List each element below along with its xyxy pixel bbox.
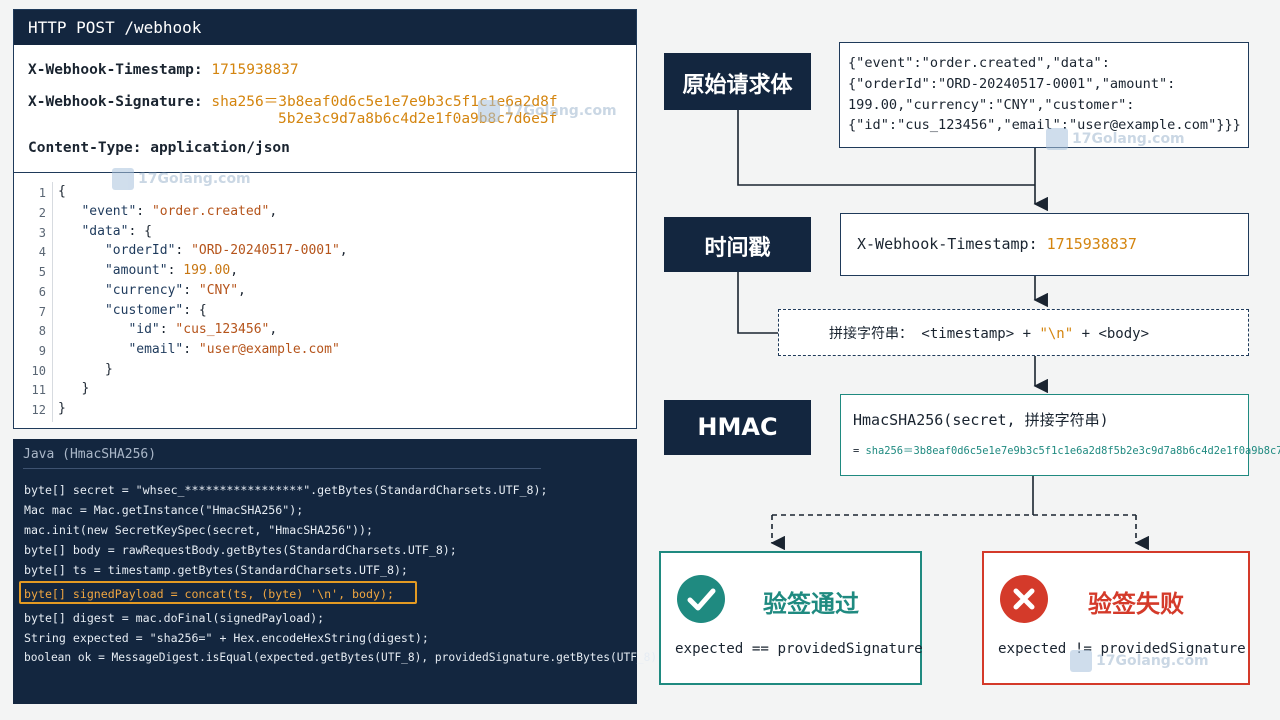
watermark-logo-icon: [112, 168, 134, 190]
timestamp-value: 1715938837: [1046, 235, 1137, 253]
body-to-concat-line: [737, 110, 1035, 186]
pass-expression: expected == providedSignature: [675, 641, 923, 657]
watermark: 17Golang.com: [1070, 650, 1209, 672]
cross-icon: [1000, 575, 1048, 623]
divider: [14, 172, 636, 173]
watermark-logo-icon: [1046, 128, 1068, 150]
code-line: byte[] digest = mac.doFinal(signedPayloa…: [24, 611, 325, 625]
hmac-result: = sha256＝3b8eaf0d6c5e1e7e9b3c5f1c1e6a2d8…: [853, 445, 1280, 457]
code-line: byte[] ts = timestamp.getBytes(StandardC…: [24, 563, 408, 577]
code-line: mac.init(new SecretKeySpec(secret, "Hmac…: [24, 523, 374, 537]
java-title: Java (HmacSHA256): [23, 447, 157, 462]
fail-title: 验签失败: [1088, 590, 1184, 618]
line-gutter: [52, 182, 53, 422]
code-line: Mac mac = Mac.getInstance("HmacSHA256");: [24, 503, 304, 517]
timestamp-box: X-Webhook-Timestamp: 1715938837: [840, 213, 1249, 276]
watermark-logo-icon: [1070, 650, 1092, 672]
raw-body-box: {"event":"order.created","data": {"order…: [839, 42, 1249, 148]
code-line: boolean ok = MessageDigest.isEqual(expec…: [24, 651, 671, 664]
label-raw-body: 原始请求体: [664, 53, 811, 110]
label-timestamp: 时间戳: [664, 217, 811, 272]
http-request-panel: HTTP POST /webhook X-Webhook-Timestamp: …: [13, 9, 637, 429]
verify-fail-box: 验签失败 expected != providedSignature: [982, 551, 1250, 685]
code-line: String expected = "sha256=" + Hex.encode…: [24, 631, 429, 645]
label-hmac: HMAC: [664, 400, 811, 455]
signature-header: X-Webhook-Signature: sha256＝3b8eaf0d6c5e…: [28, 94, 558, 110]
fail-expression: expected != providedSignature: [998, 641, 1246, 657]
check-icon: [677, 575, 725, 623]
code-line: byte[] secret = "whsec_*****************…: [24, 483, 548, 497]
code-line-highlighted: byte[] signedPayload = concat(ts, (byte)…: [24, 587, 394, 601]
java-code-panel: Java (HmacSHA256) byte[] secret = "whsec…: [13, 439, 671, 704]
hmac-box: HmacSHA256(secret, 拼接字符串) = sha256＝3b8ea…: [840, 394, 1280, 476]
timestamp-value: 1715938837: [211, 62, 299, 78]
watermark: 17Golang.com: [1046, 128, 1185, 150]
hmac-call: HmacSHA256(secret, 拼接字符串): [853, 411, 1109, 429]
signature-value-line1: sha256＝3b8eaf0d6c5e1e7e9b3c5f1c1e6a2d8f: [211, 94, 558, 110]
watermark: 17Golang.com: [112, 168, 251, 190]
request-title: HTTP POST /webhook: [14, 10, 636, 45]
highlight-box: [19, 581, 417, 604]
watermark: 17Golang.com: [478, 100, 617, 122]
content-type-header: Content-Type: application/json: [28, 140, 290, 156]
code-line: byte[] body = rawRequestBody.getBytes(St…: [24, 543, 457, 557]
concat-box: 拼接字符串： <timestamp> + "\n" + <body>: [778, 309, 1249, 356]
timestamp-header: X-Webhook-Timestamp: 1715938837: [28, 62, 299, 78]
ts-to-concat-line: [737, 272, 778, 334]
divider: [23, 468, 541, 469]
watermark-logo-icon: [478, 100, 500, 122]
verify-pass-box: 验签通过 expected == providedSignature: [659, 551, 923, 685]
pass-title: 验签通过: [763, 590, 859, 618]
